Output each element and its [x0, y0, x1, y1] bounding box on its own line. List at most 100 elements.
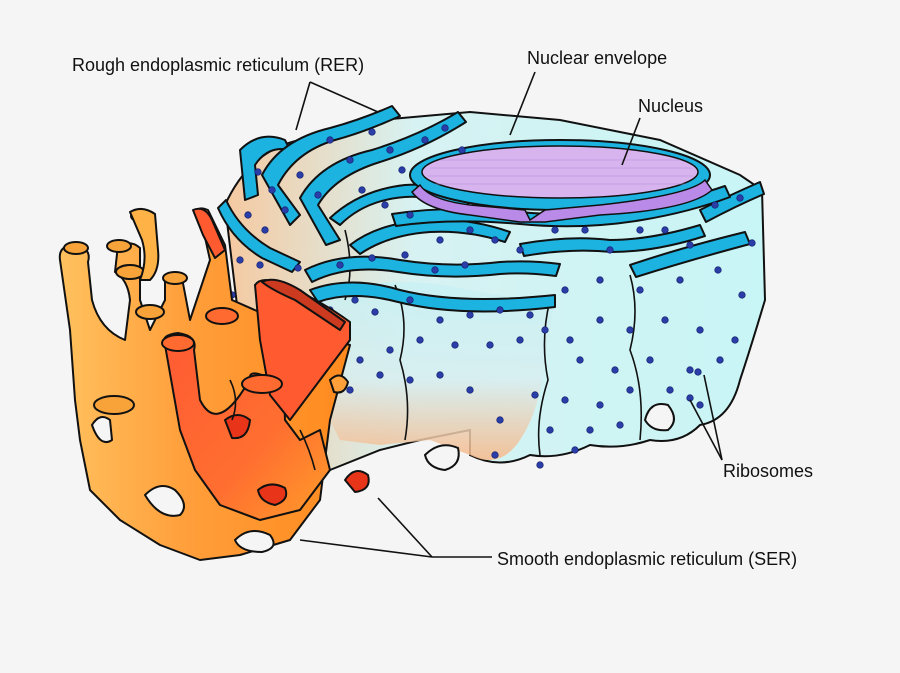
ribosome-dot-icon	[616, 421, 624, 429]
rer-cisterna-icon	[519, 224, 706, 257]
ser-tubule-icon	[135, 304, 165, 320]
ribosome-dot-icon	[436, 236, 444, 244]
ribosome-dot-icon	[416, 336, 424, 344]
ser-tubule-icon	[205, 307, 239, 325]
ribosome-dot-icon	[748, 239, 756, 247]
ribosome-dot-icon	[516, 246, 524, 254]
ser-tubule-icon	[129, 208, 160, 281]
ser-tubule-icon	[192, 207, 226, 259]
ribosome-dot-icon	[526, 311, 534, 319]
ribosome-dot-icon	[261, 226, 269, 234]
ser-tubule-icon	[93, 395, 135, 415]
ribosome-dot-icon	[626, 386, 634, 394]
ribosome-dot-icon	[368, 254, 376, 262]
ribosome-dot-icon	[586, 426, 594, 434]
label-nuclear-envelope: Nuclear envelope	[527, 48, 667, 68]
ribosome-dot-icon	[451, 341, 459, 349]
ribosome-dot-icon	[294, 264, 302, 272]
nucleus	[409, 139, 713, 223]
ribosome-dot-icon	[636, 286, 644, 294]
ribosome-dot-icon	[356, 356, 364, 364]
ribosome-dot-icon	[386, 146, 394, 154]
ribosome-dot-icon	[516, 336, 524, 344]
ribosome-dot-icon	[496, 416, 504, 424]
ribosome-dot-icon	[371, 308, 379, 316]
ribosome-dot-icon	[346, 156, 354, 164]
ribosome-dot-icon	[676, 276, 684, 284]
ribosome-dot-icon	[406, 211, 414, 219]
ribosome-dot-icon	[571, 446, 579, 454]
ribosome-dot-icon	[551, 226, 559, 234]
ribosome-dot-icon	[244, 211, 252, 219]
ser-tubule-icon	[261, 278, 346, 331]
ribosome-dot-icon	[661, 226, 669, 234]
ribosome-dot-icon	[496, 306, 504, 314]
label-nucleus: Nucleus	[638, 96, 703, 116]
ribosome-dot-icon	[694, 368, 702, 376]
ribosome-dot-icon	[596, 316, 604, 324]
ribosome-dot-icon	[398, 166, 406, 174]
ribosome-dot-icon	[421, 136, 429, 144]
ribosome-dot-icon	[431, 266, 439, 274]
ribosome-dot-icon	[738, 291, 746, 299]
ribosome-dot-icon	[381, 201, 389, 209]
ser-tubule-icon	[241, 374, 283, 394]
ser-tubule-icon	[161, 334, 195, 352]
ribosome-dot-icon	[661, 316, 669, 324]
ribosome-dot-icon	[296, 171, 304, 179]
ribosome-dot-icon	[731, 336, 739, 344]
ribosome-dot-icon	[606, 246, 614, 254]
labels: Rough endoplasmic reticulum (RER) Nuclea…	[72, 48, 813, 569]
ribosome-dot-icon	[256, 261, 264, 269]
ribosome-dot-icon	[666, 386, 674, 394]
ribosome-dot-icon	[401, 251, 409, 259]
ribosome-dot-icon	[458, 146, 466, 154]
ribosome-dot-icon	[491, 236, 499, 244]
ser-network	[58, 207, 370, 561]
ribosome-dot-icon	[406, 296, 414, 304]
leader-lines	[295, 71, 723, 558]
ribosome-dot-icon	[436, 316, 444, 324]
ribosome-dot-icon	[268, 186, 276, 194]
label-ser: Smooth endoplasmic reticulum (SER)	[497, 549, 797, 569]
ribosome-dot-icon	[541, 326, 549, 334]
ribosome-dot-icon	[486, 341, 494, 349]
ribosome-dot-icon	[436, 371, 444, 379]
ribosome-dot-icon	[626, 326, 634, 334]
ribosome-dot-icon	[581, 226, 589, 234]
ribosome-dot-icon	[254, 168, 262, 176]
ribosome-dot-icon	[358, 186, 366, 194]
ser-tubule-icon	[162, 271, 188, 285]
ser-tubule-icon	[106, 239, 132, 253]
ribosome-dot-icon	[611, 366, 619, 374]
label-ribosomes: Ribosomes	[723, 461, 813, 481]
ribosome-dot-icon	[351, 296, 359, 304]
ribosome-dot-icon	[536, 461, 544, 469]
ribosome-dot-icon	[646, 356, 654, 364]
ribosome-dot-icon	[376, 371, 384, 379]
ribosome-dot-icon	[636, 226, 644, 234]
ribosome-dot-icon	[546, 426, 554, 434]
ribosome-dot-icon	[466, 226, 474, 234]
ribosome-dot-icon	[696, 401, 704, 409]
ribosome-dot-icon	[466, 386, 474, 394]
ribosome-dot-icon	[696, 326, 704, 334]
ribosome-dot-icon	[566, 336, 574, 344]
ribosome-dot-icon	[346, 386, 354, 394]
ribosome-dot-icon	[336, 261, 344, 269]
ribosome-dot-icon	[281, 206, 289, 214]
ser-tubule-icon	[115, 264, 145, 280]
ribosome-dot-icon	[314, 191, 322, 199]
ribosome-dot-icon	[466, 311, 474, 319]
ser-tubule-icon	[63, 241, 89, 255]
ribosome-dot-icon	[686, 241, 694, 249]
ribosome-dot-icon	[406, 376, 414, 384]
ribosome-dot-icon	[596, 276, 604, 284]
ribosome-dot-icon	[686, 366, 694, 374]
ribosome-dot-icon	[736, 194, 744, 202]
ribosome-dot-icon	[714, 266, 722, 274]
rer-cisterna-icon	[309, 281, 556, 313]
ribosome-dot-icon	[461, 261, 469, 269]
